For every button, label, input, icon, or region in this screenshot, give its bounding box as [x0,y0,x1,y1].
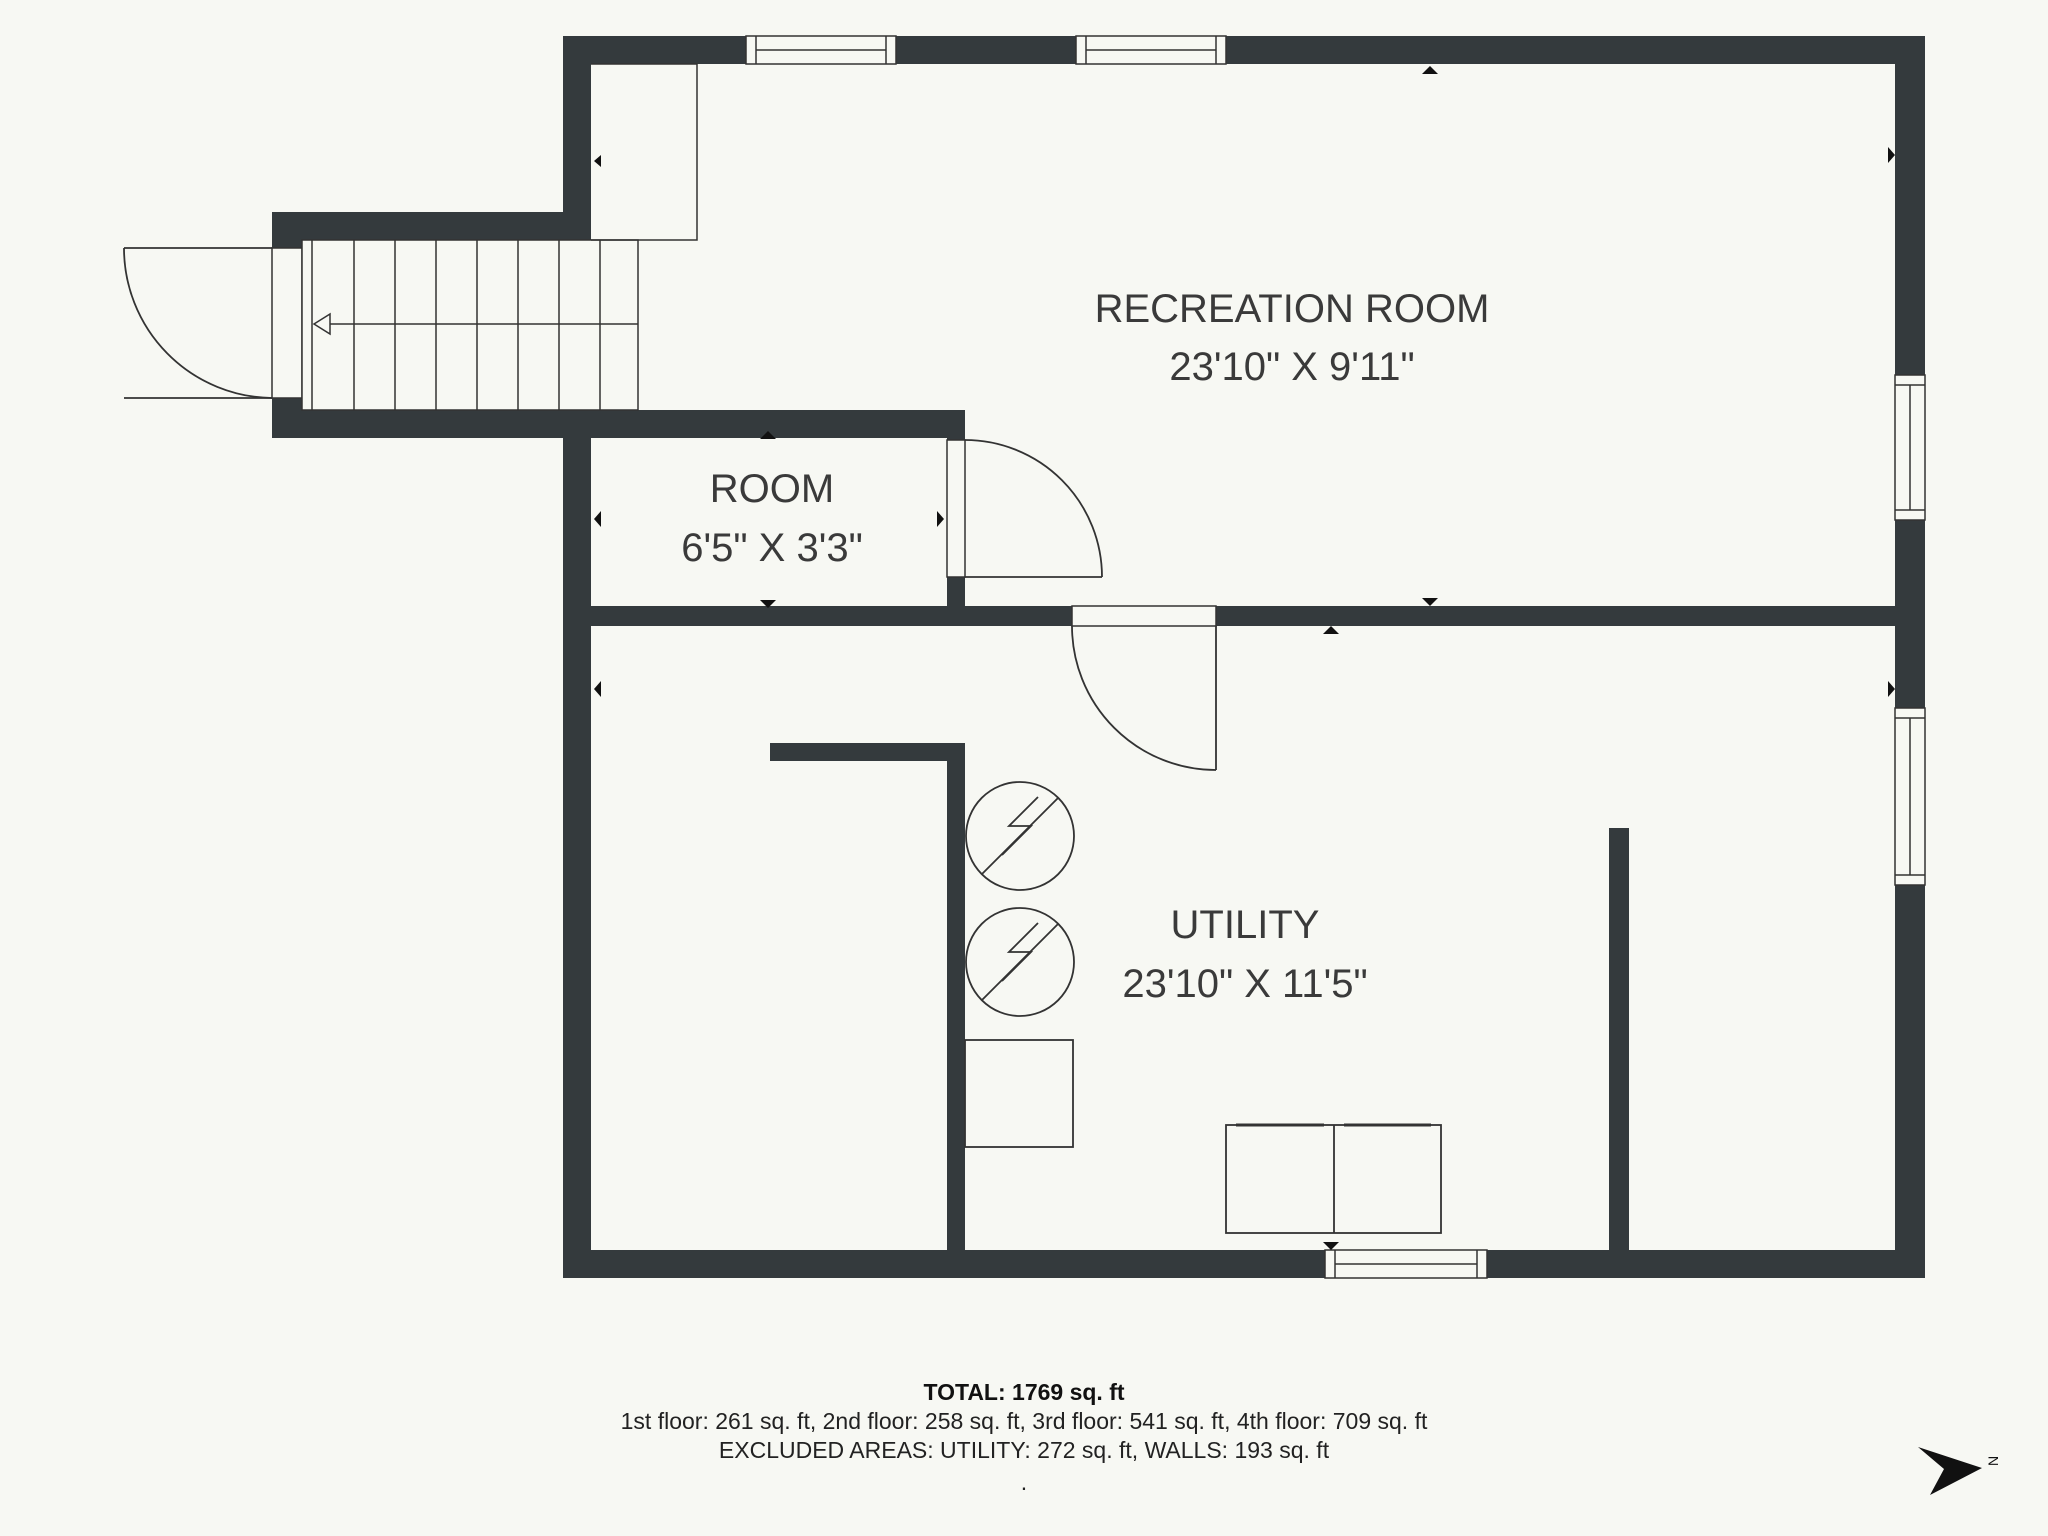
wall-stair-top [272,212,591,240]
window-bottom [1324,1249,1488,1279]
window-right-lower [1894,707,1926,886]
stairs [301,63,698,411]
recreation-room-name: RECREATION ROOM [1095,287,1490,331]
door-utility [1071,605,1217,771]
door-room [946,439,1103,578]
fixtures [964,781,1442,1234]
wall-left-upper [563,36,591,236]
window-top-1 [745,35,897,65]
dimension-markers [594,66,1895,1250]
washer-dryer [1225,1123,1442,1234]
wall-utility-right-partition [1609,828,1629,1278]
wall-right [1895,36,1925,1278]
appliance-box [964,1039,1074,1148]
recreation-room-dims: 23'10" X 9'11" [1169,345,1414,389]
walls [272,36,1925,1278]
utility-room-dims: 23'10" X 11'5" [1122,962,1367,1006]
door-exterior [123,247,303,399]
summary-total: TOTAL: 1769 sq. ft [923,1379,1124,1405]
window-right-upper [1894,374,1926,521]
windows [745,35,1926,1279]
room-name: ROOM [710,467,834,511]
utility-room-name: UTILITY [1171,903,1320,947]
wall-bottom [563,1250,1925,1278]
north-arrow-icon: N [1918,1447,2001,1495]
water-heater-1 [965,781,1075,891]
window-top-2 [1075,35,1227,65]
water-heater-2 [965,907,1075,1017]
summary-excluded: EXCLUDED AREAS: UTILITY: 272 sq. ft, WAL… [719,1437,1330,1463]
room-dims: 6'5" X 3'3" [681,526,863,570]
wall-left-lower [563,435,591,1278]
wall-divider [563,606,1925,626]
compass-label: N [1985,1456,2001,1466]
wall-utility-partition [947,743,965,1278]
wall-utility-partition-top [770,743,965,761]
doors [123,247,1217,771]
summary-dot: . [1021,1469,1027,1495]
wall-stair-bottom [272,410,965,438]
summary-floors: 1st floor: 261 sq. ft, 2nd floor: 258 sq… [621,1408,1428,1434]
